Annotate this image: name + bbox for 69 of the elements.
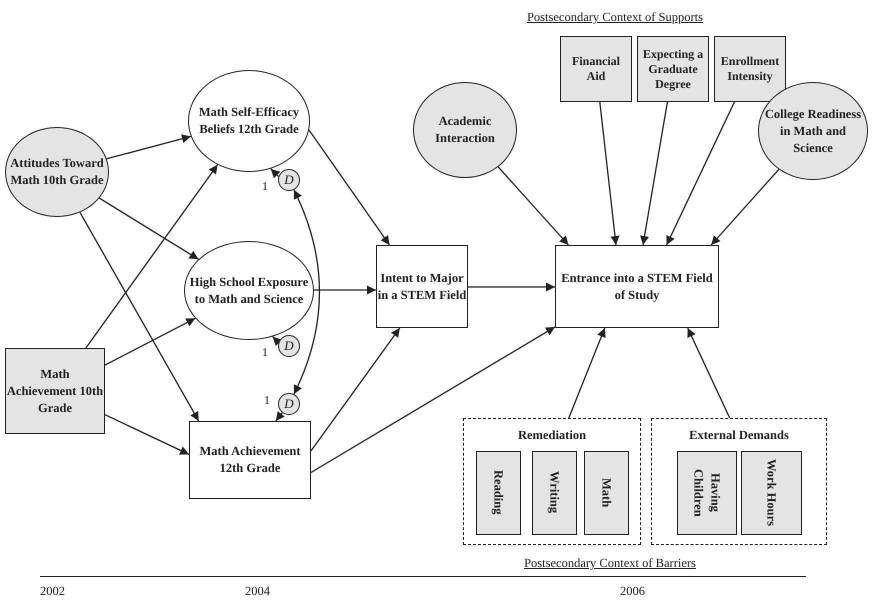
node-label: Intent to Major in a STEM Field [377,270,467,304]
arrow [468,282,555,292]
node-label: Academic Interaction [434,113,496,147]
arrow [104,414,190,455]
arrow [308,130,390,246]
dashed-group-box [651,418,827,545]
disturbance-circle [278,335,300,357]
year-label: 2002 [40,584,65,599]
node-label: Work Hours [764,458,780,526]
rectangle-node [714,36,786,102]
node-label: Reading [490,470,506,515]
node-label: Expecting a Graduate Degree [642,46,704,92]
rectangle-node [676,450,736,534]
arrow [710,168,780,246]
node-label: College Readiness in Math and Science [764,106,862,156]
rectangle-node [5,348,105,434]
rectangle-node [532,450,576,534]
arrow [640,102,668,246]
rectangle-node [476,450,520,534]
arrow [85,164,218,348]
section-heading: Postsecondary Context of Supports [526,10,704,25]
arrow [275,411,285,422]
arrow [98,198,199,260]
arrow [310,326,556,474]
rectangle-node [376,245,468,328]
node-label: Math Achievement 10th Grade [6,366,104,416]
edge-label: 1 [264,394,270,406]
node-label: Writing [546,471,562,514]
group-heading: External Demands [689,427,789,444]
arrow [568,328,606,418]
rectangle-node [637,36,709,102]
rectangle-node [560,36,632,102]
arrow [498,166,569,246]
arrow [104,318,196,366]
group-heading: Remediation [518,427,586,444]
rectangle-node [189,421,311,499]
node-label: High School Exposure to Math and Science [188,274,310,308]
node-label: D [284,339,294,353]
rectangle-node [555,245,719,328]
node-label: D [284,397,294,411]
disturbance-circle [278,169,300,191]
arrow [79,212,200,422]
arrow [270,168,280,178]
arrow [272,336,282,346]
year-label: 2006 [620,584,645,599]
rectangle-node [584,450,628,534]
node-label: Financial Aid [570,54,621,84]
dashed-group-box [463,418,641,545]
arrow [666,102,735,246]
node-label: Entrance into a STEM Field of Study [560,270,714,304]
node-label: D [284,173,294,187]
rectangle-node [740,450,802,534]
arrow [687,328,730,418]
disturbance-circle [278,393,300,415]
node-label: Enrollment Intensity [720,54,780,84]
year-label: 2004 [245,584,270,599]
double-headed-arrow [293,190,320,394]
arrow [310,328,400,452]
node-label: Math Self-Efficacy Beliefs 12th Grade [198,104,300,138]
arrow [106,134,192,160]
node-label: Attitudes Toward Math 10th Grade [9,155,105,189]
section-heading: Postsecondary Context of Barriers [524,556,696,571]
edge-label: 1 [262,346,268,358]
node-label: Math Achievement 12th Grade [198,443,302,477]
node-label: Math [598,478,614,508]
arrow [314,286,376,294]
edge-label: 1 [262,180,268,192]
arrow [599,102,620,246]
node-label: Having Children [690,468,724,518]
